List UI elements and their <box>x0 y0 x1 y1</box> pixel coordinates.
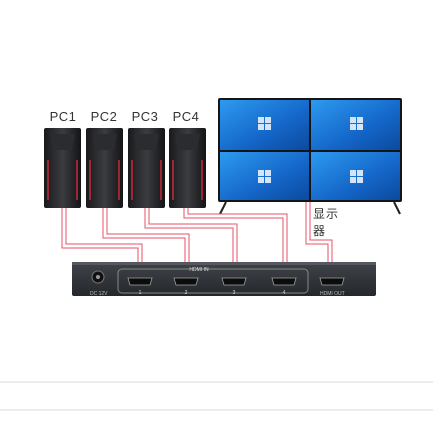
hdmi-port-icon <box>127 277 345 286</box>
pc3-label: PC3 <box>131 109 159 124</box>
port-number-2: 2 <box>184 290 188 296</box>
hdmi-out-label: HDMI OUT <box>320 291 345 297</box>
power-label: DC 12V <box>90 291 108 297</box>
screen-quadrant-3 <box>220 152 309 200</box>
screen-quadrant-1 <box>220 100 309 150</box>
port-number-4: 4 <box>282 290 286 296</box>
pc-tower-4 <box>169 128 206 208</box>
monitor <box>218 98 402 215</box>
cables <box>61 202 333 272</box>
pc-tower-3 <box>128 128 165 208</box>
hdmi-in-group <box>117 268 309 294</box>
pc-tower-1 <box>44 128 81 208</box>
pc4-label: PC4 <box>172 109 200 124</box>
pc2-label: PC2 <box>90 109 118 124</box>
pc1-label: PC1 <box>49 109 77 124</box>
hdmi-in-title: HDMI IN <box>189 267 209 273</box>
monitor-label: 显示器 <box>313 207 340 238</box>
hdmi-switch-box <box>72 262 376 296</box>
port-number-3: 3 <box>232 290 236 296</box>
windows-logo-icon <box>258 117 363 183</box>
monitor-foot-left <box>219 201 227 215</box>
port-number-1: 1 <box>138 290 142 296</box>
monitor-foot-right <box>393 201 401 215</box>
pc-tower-2 <box>86 128 123 208</box>
